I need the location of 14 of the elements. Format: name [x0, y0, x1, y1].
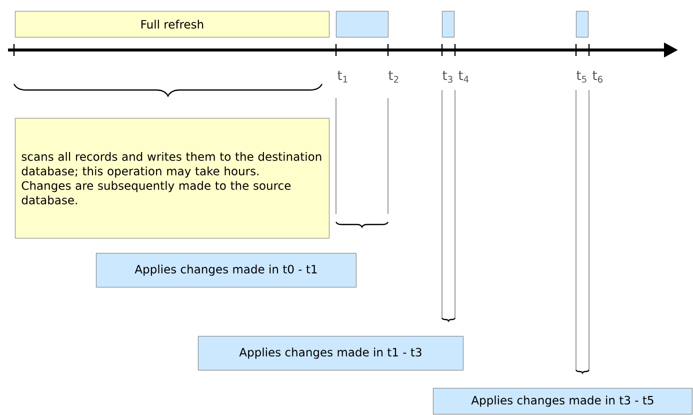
time-label: t$_{5}$	[576, 70, 586, 83]
interval-box	[442, 11, 454, 38]
band-box: Applies changes made in t3 - t5	[433, 388, 692, 414]
time-label: t$_{2}$	[388, 70, 398, 83]
time-label: t$_{3}$	[442, 70, 452, 83]
time-label: t$_{1}$	[338, 70, 348, 82]
interval-box	[336, 11, 388, 38]
time-label: t$_{6}$	[592, 70, 602, 83]
band-box: Applies changes made in t1 - t3	[198, 336, 464, 370]
interval-box	[576, 11, 588, 38]
band-box: Full refresh	[15, 11, 330, 38]
note-box: scans all records and writes them to the destination database; this operation may take hours. Changes are subsequently made to the source database.	[15, 118, 330, 238]
band-box: Applies changes made in t0 - t1	[96, 253, 356, 288]
time-label: t$_{4}$	[458, 70, 469, 82]
